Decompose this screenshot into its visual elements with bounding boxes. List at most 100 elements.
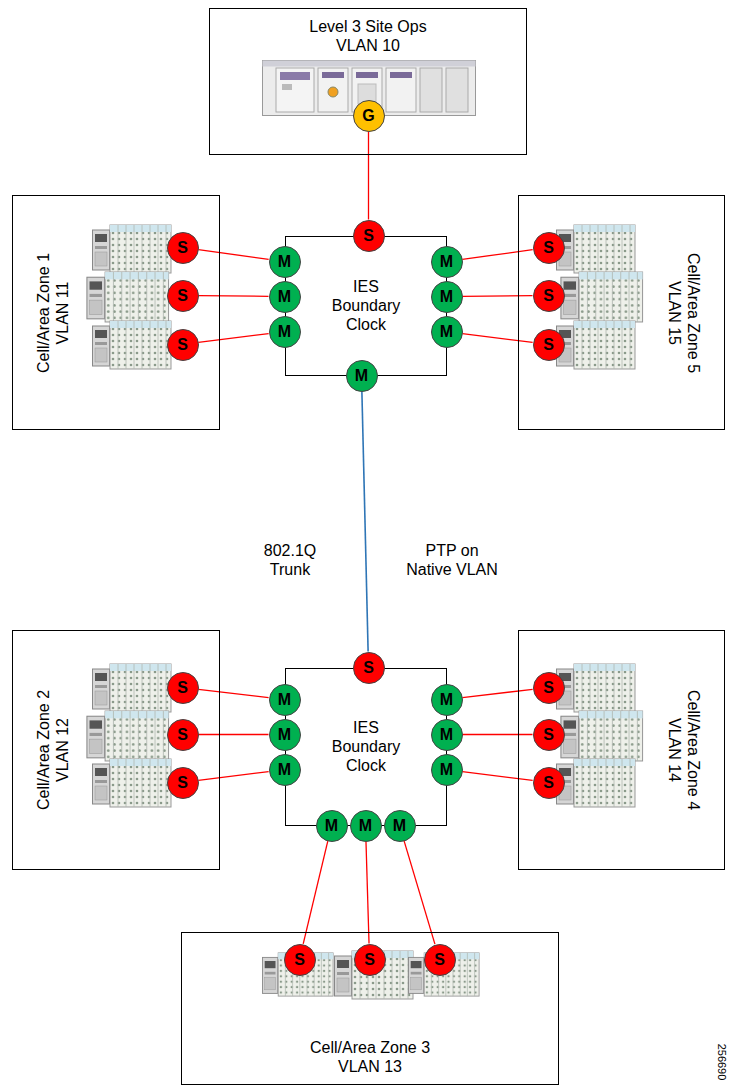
clock-port-circle: S — [533, 329, 565, 361]
port-letter: S — [294, 952, 305, 968]
clock-port-circle: M — [269, 754, 301, 786]
clock-port-circle: M — [269, 719, 301, 751]
port-letter: S — [543, 240, 554, 256]
box-heading: Cell/Area Zone 2 — [34, 690, 53, 810]
port-letter: S — [177, 727, 188, 743]
heading-group: Level 3 Site OpsVLAN 10 — [210, 17, 526, 55]
box-heading: IES Boundary Clock — [321, 277, 411, 335]
box-heading: VLAN 12 — [53, 690, 72, 810]
box-heading: IES Boundary Clock — [321, 718, 411, 776]
area-zone-box: Cell/Area Zone 3VLAN 13 S S S — [181, 932, 559, 1085]
port-letter: S — [364, 952, 375, 968]
port-letter: M — [393, 818, 406, 834]
port-letter: S — [363, 228, 374, 244]
clock-port-circle: M — [350, 810, 382, 842]
ptp-link — [462, 772, 532, 781]
clock-port-circle: S — [167, 767, 199, 799]
clock-port-circle: S — [167, 232, 199, 264]
box-heading: Cell/Area Zone 4 — [684, 690, 703, 810]
ptp-link — [463, 734, 533, 735]
clock-port-circle: M — [431, 754, 463, 786]
boundary-clock-box: IES Boundary ClockSMMMMMMM — [285, 236, 447, 376]
clock-port-circle: G — [353, 100, 385, 132]
port-letter: M — [278, 692, 291, 708]
clock-port-circle: M — [431, 281, 463, 313]
ptp-link — [198, 295, 268, 297]
box-heading: VLAN 14 — [665, 690, 684, 810]
port-letter: M — [355, 368, 368, 384]
site-ops-box: Level 3 Site OpsVLAN 10 G — [209, 8, 527, 155]
clock-port-circle: S — [284, 944, 316, 976]
port-letter: S — [543, 337, 554, 353]
box-heading: Cell/Area Zone 1 — [34, 252, 53, 372]
box-heading: Level 3 Site Ops — [210, 17, 526, 36]
area-zone-box: Cell/Area Zone 2VLAN 12 S S S — [12, 630, 220, 870]
clock-port-circle: S — [533, 767, 565, 799]
clock-port-circle: M — [384, 810, 416, 842]
area-zone-box: Cell/Area Zone 1VLAN 11 S S S — [12, 195, 220, 430]
clock-port-circle: M — [431, 246, 463, 278]
clock-port-circle: S — [354, 944, 386, 976]
clock-port-circle: M — [269, 281, 301, 313]
clock-port-circle: S — [167, 329, 199, 361]
port-letter: S — [434, 952, 445, 968]
link-annotation: PTP on Native VLAN — [402, 541, 502, 579]
port-letter: S — [177, 680, 188, 696]
box-heading: Cell/Area Zone 5 — [684, 252, 703, 372]
label-anchor: 802.1Q Trunk — [255, 541, 325, 579]
port-letter: M — [359, 818, 372, 834]
ptp-link — [462, 334, 532, 343]
port-letter: S — [177, 288, 188, 304]
port-letter: M — [278, 324, 291, 340]
ptp-link — [198, 334, 268, 343]
port-letter: M — [440, 254, 453, 270]
port-letter: M — [440, 762, 453, 778]
ptp-link — [462, 295, 532, 297]
clock-port-circle: M — [346, 360, 378, 392]
box-heading: VLAN 13 — [182, 1057, 558, 1076]
ptp-link — [198, 250, 268, 260]
area-zone-box: Cell/Area Zone 4VLAN 14 S S S — [518, 630, 725, 870]
port-letter: M — [440, 289, 453, 305]
clock-port-circle: M — [431, 316, 463, 348]
heading-group: Cell/Area Zone 1VLAN 11 — [34, 252, 72, 372]
ptp-link — [404, 841, 435, 944]
box-heading: VLAN 15 — [665, 252, 684, 372]
ptp-link — [366, 841, 369, 943]
clock-port-circle: S — [533, 672, 565, 704]
heading-group: Cell/Area Zone 4VLAN 14 — [665, 690, 703, 810]
box-heading: Cell/Area Zone 3 — [182, 1038, 558, 1057]
clock-port-circle: S — [424, 944, 456, 976]
heading-group: IES Boundary Clock — [321, 277, 411, 335]
clock-port-circle: M — [269, 246, 301, 278]
port-letter: M — [278, 289, 291, 305]
port-letter: S — [363, 660, 374, 676]
box-heading: VLAN 10 — [210, 36, 526, 55]
ptp-link — [303, 841, 328, 944]
port-letter: S — [543, 680, 554, 696]
area-zone-box: Cell/Area Zone 5VLAN 15 S S S — [518, 195, 725, 430]
clock-port-circle: M — [269, 684, 301, 716]
port-letter: M — [440, 692, 453, 708]
clock-port-circle: S — [533, 232, 565, 264]
clock-port-circle: S — [167, 719, 199, 751]
label-anchor: 256690 — [714, 1044, 727, 1081]
clock-port-circle: S — [353, 220, 385, 252]
port-letter: S — [543, 775, 554, 791]
heading-group: Cell/Area Zone 3VLAN 13 — [182, 1038, 558, 1076]
ptp-link — [462, 250, 532, 260]
ptp-link — [368, 132, 369, 220]
clock-port-circle: M — [431, 719, 463, 751]
trunk-link — [362, 391, 368, 651]
clock-port-circle: S — [533, 719, 565, 751]
port-letter: G — [362, 108, 374, 124]
port-letter: S — [543, 288, 554, 304]
port-letter: M — [440, 727, 453, 743]
label-anchor: PTP on Native VLAN — [402, 541, 502, 579]
ptp-link — [198, 772, 268, 781]
port-letter: S — [177, 240, 188, 256]
clock-port-circle: S — [353, 652, 385, 684]
heading-group: Cell/Area Zone 2VLAN 12 — [34, 690, 72, 810]
port-letter: S — [177, 337, 188, 353]
